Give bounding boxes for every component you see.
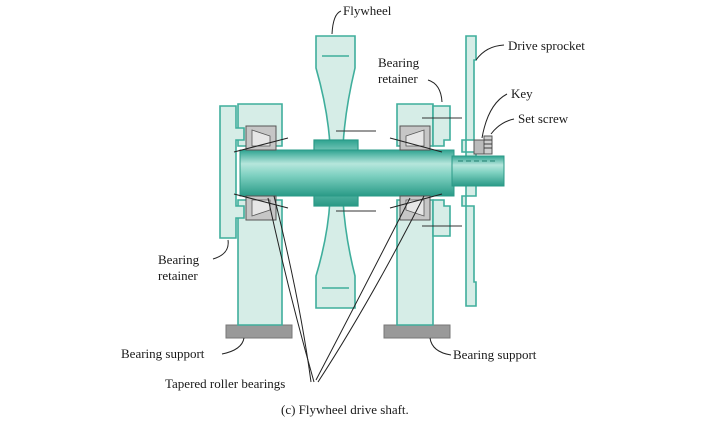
leader-bearing-support-left <box>221 337 245 355</box>
main-shaft <box>239 149 455 197</box>
flywheel <box>315 35 356 147</box>
label-bearing-support-right: Bearing support <box>453 347 537 362</box>
left-bearing-retainer <box>219 105 245 239</box>
leader-key <box>481 93 508 139</box>
label-key: Key <box>511 86 533 101</box>
leader-bearing-retainer-top <box>427 79 443 103</box>
label-set-screw: Set screw <box>518 111 569 126</box>
left-upper-bearing <box>233 125 289 153</box>
label-bearing-retainer-left-2: retainer <box>158 268 198 283</box>
leader-drive-sprocket <box>475 44 505 61</box>
leader-bearing-retainer-left <box>212 239 229 260</box>
leader-bearing-support-right <box>429 337 452 356</box>
right-support-base <box>383 324 451 339</box>
label-bearing-retainer-top-2: retainer <box>378 71 418 86</box>
label-tapered-roller-bearings: Tapered roller bearings <box>165 376 285 391</box>
left-support-base <box>225 324 293 339</box>
label-bearing-retainer-top-1: Bearing <box>378 55 420 70</box>
flywheel-lower <box>315 199 356 309</box>
leader-tapered-bearings-3 <box>315 197 411 381</box>
bolt-centerlines <box>336 117 462 227</box>
label-bearing-support-left: Bearing support <box>121 346 205 361</box>
right-bearing-retainer <box>432 105 451 237</box>
left-lower-bearing <box>233 193 289 221</box>
leader-tapered-bearings-2 <box>267 197 315 383</box>
leader-flywheel <box>331 10 342 35</box>
figure-caption: (c) Flywheel drive shaft. <box>281 402 409 417</box>
set-screw <box>483 135 493 155</box>
label-bearing-retainer-left-1: Bearing <box>158 252 200 267</box>
right-upper-bearing <box>389 125 443 153</box>
leader-set-screw <box>490 118 515 135</box>
leader-tapered-bearings-4 <box>317 195 425 383</box>
label-flywheel: Flywheel <box>343 3 392 18</box>
label-drive-sprocket: Drive sprocket <box>508 38 585 53</box>
